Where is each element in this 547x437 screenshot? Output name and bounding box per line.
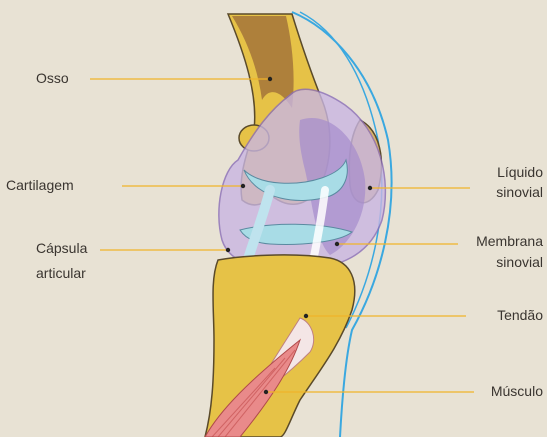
label-capsula-line2: articular: [36, 265, 86, 282]
label-membrana-line2: sinovial: [496, 254, 543, 271]
bone-marrow: [232, 16, 294, 108]
label-capsula-line1: Cápsula: [36, 240, 87, 257]
label-musculo: Músculo: [491, 383, 543, 400]
label-cartilagem: Cartilagem: [6, 177, 74, 194]
label-membrana-line1: Membrana: [476, 233, 543, 250]
label-osso: Osso: [36, 70, 69, 87]
label-tendao: Tendão: [497, 307, 543, 324]
label-liquido-line1: Líquido: [497, 164, 543, 181]
label-liquido-line2: sinovial: [496, 184, 543, 201]
